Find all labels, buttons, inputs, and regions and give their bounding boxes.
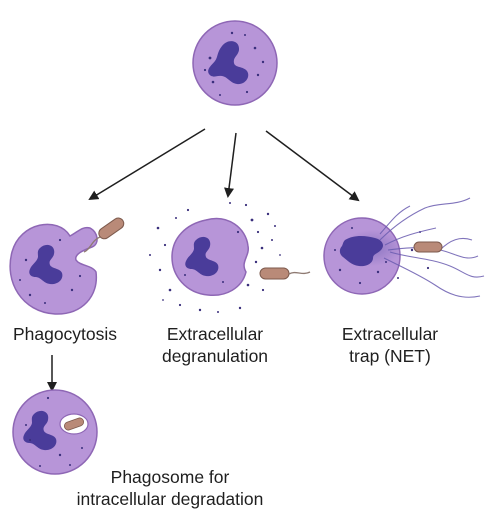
arrow-to-net bbox=[265, 130, 360, 202]
phagosome-nucleus bbox=[23, 410, 57, 451]
bacterium-flagellum bbox=[83, 236, 101, 253]
phagocytosis-bacterium bbox=[83, 217, 125, 253]
arrow-to-phagocytosis bbox=[88, 128, 206, 201]
degranulation-cell-body bbox=[171, 217, 249, 296]
bacterium-icon bbox=[413, 241, 443, 253]
degranulation-granules bbox=[149, 202, 281, 313]
phagocytosis-neutrophil bbox=[9, 217, 125, 315]
phagosome-cell-body bbox=[12, 389, 98, 475]
net-granules bbox=[334, 227, 430, 285]
top-cell-body bbox=[192, 20, 278, 106]
bacterium-icon bbox=[98, 217, 125, 240]
degranulation-line-2: degranulation bbox=[161, 346, 269, 366]
bacterium-flagellum bbox=[288, 271, 311, 275]
bacterium-icon bbox=[259, 267, 290, 280]
label-phagocytosis: Phagocytosis bbox=[0, 323, 130, 345]
label-net: Extracellular trap (NET) bbox=[330, 323, 450, 367]
label-degranulation: Extracellular degranulation bbox=[145, 323, 285, 367]
phagocytosis-granules bbox=[19, 238, 82, 304]
degranulation-line-1: Extracellular bbox=[166, 324, 264, 344]
phagosome-line-1: Phagosome for bbox=[110, 467, 230, 487]
top-granules bbox=[203, 31, 265, 96]
arrows bbox=[47, 128, 360, 392]
phagosome-line-2: intracellular degradation bbox=[76, 489, 264, 509]
degranulation-bacterium bbox=[259, 267, 311, 280]
phagocytosis-text: Phagocytosis bbox=[12, 324, 118, 344]
degranulation-nucleus bbox=[185, 236, 219, 277]
net-bacterium bbox=[413, 241, 443, 253]
degranulation-neutrophil bbox=[149, 202, 311, 313]
top-nucleus bbox=[208, 41, 249, 85]
label-phagosome: Phagosome for intracellular degradation bbox=[50, 466, 290, 510]
arrow-to-degranulation bbox=[224, 132, 237, 198]
top-neutrophil bbox=[192, 20, 278, 106]
phagosome-granules bbox=[25, 396, 83, 467]
net-neutrophil bbox=[323, 197, 485, 298]
net-line-2: trap (NET) bbox=[349, 346, 431, 366]
phagocytosis-nucleus bbox=[29, 244, 63, 285]
bacterium-icon bbox=[63, 417, 85, 431]
net-line-1: Extracellular bbox=[341, 324, 439, 344]
net-nucleus bbox=[339, 236, 383, 267]
phagosome-neutrophil bbox=[12, 389, 98, 475]
